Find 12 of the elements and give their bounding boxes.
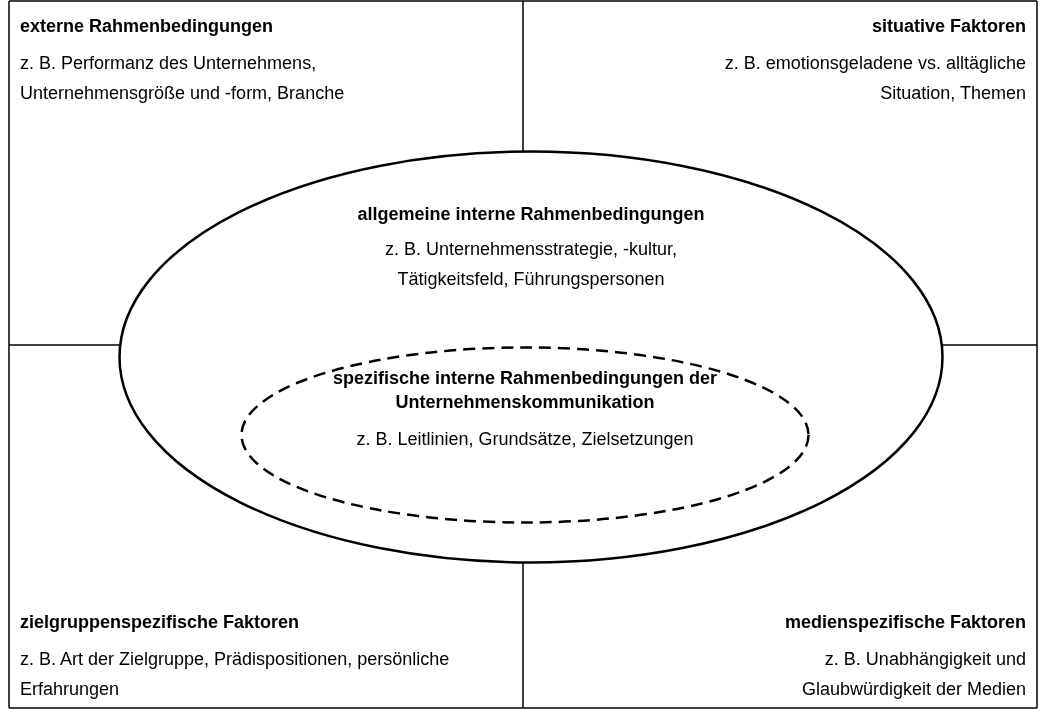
description: z. B. Art der Zielgruppe, Prädispositionen, persönliche Erfahrungen	[20, 648, 450, 701]
heading: allgemeine interne Rahmenbedingungen	[356, 203, 706, 226]
description: z. B. Leitlinien, Grundsätze, Zielsetzungen	[355, 428, 695, 451]
description: z. B. emotionsgeladene vs. alltägliche Situation, Themen	[723, 52, 1026, 105]
heading: externe Rahmenbedingungen	[20, 15, 274, 38]
heading: situative Faktoren	[871, 15, 1026, 38]
description: z. B. Unternehmensstrategie, -kultur, Tätigkeitsfeld, Führungspersonen	[383, 238, 679, 291]
heading: zielgruppenspezifische Faktoren	[20, 611, 300, 634]
description: z. B. Performanz des Unternehmens, Unternehmensgröße und -form, Branche	[20, 52, 346, 105]
description: z. B. Unabhängigkeit und Glaubwürdigkeit der Medien	[800, 648, 1026, 701]
heading: medienspezifische Faktoren	[784, 611, 1026, 634]
heading: spezifische interne Rahmenbedingungen der Unternehmenskommunikation	[331, 367, 719, 414]
